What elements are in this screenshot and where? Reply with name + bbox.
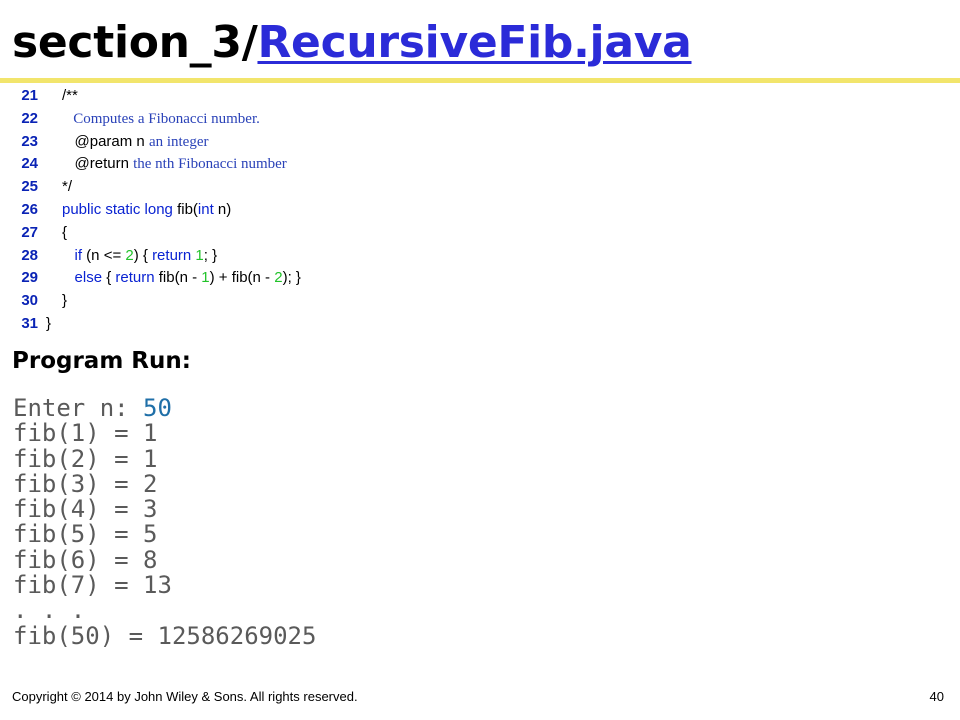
line-number: 22 bbox=[21, 109, 38, 127]
user-input: 50 bbox=[143, 394, 172, 422]
code-line: 25 */ bbox=[14, 176, 301, 199]
code-line: 31} bbox=[14, 313, 301, 336]
code-text: @param n an integer bbox=[62, 131, 209, 154]
code-token: fib(n - bbox=[154, 269, 202, 287]
output-line: fib(5) = 5 bbox=[13, 520, 158, 549]
code-token: public static long bbox=[62, 200, 178, 218]
page-number: 40 bbox=[929, 689, 944, 704]
code-token: 2 bbox=[274, 269, 283, 287]
code-token: { bbox=[62, 223, 68, 241]
input-prompt-line: Enter n: 50 bbox=[13, 394, 316, 422]
code-token: 1 bbox=[195, 246, 204, 264]
code-token: fib( bbox=[177, 200, 198, 218]
code-token: 2 bbox=[125, 246, 134, 264]
code-token: ; } bbox=[203, 246, 218, 264]
output-line: fib(50) = 12586269025 bbox=[13, 621, 317, 650]
line-number: 24 bbox=[21, 155, 38, 173]
code-token: @return bbox=[62, 155, 134, 173]
code-text: { bbox=[62, 222, 67, 245]
line-number: 29 bbox=[21, 269, 38, 287]
code-token bbox=[62, 269, 75, 286]
code-token: return bbox=[152, 246, 196, 264]
code-token: } bbox=[46, 314, 52, 332]
title-divider bbox=[0, 78, 960, 83]
code-line: 30} bbox=[14, 290, 301, 313]
code-text: } bbox=[46, 313, 51, 336]
code-token: ) { bbox=[133, 246, 153, 264]
code-text: } bbox=[62, 290, 67, 313]
code-token: ) + fib(n - bbox=[209, 269, 275, 287]
code-token: (n <= bbox=[82, 246, 126, 264]
code-text: */ bbox=[62, 176, 72, 199]
code-line: 21 /** bbox=[14, 85, 301, 108]
code-token: else bbox=[74, 269, 103, 287]
code-text: if (n <= 2) { return 1; } bbox=[62, 245, 218, 268]
output-line: fib(7) = 13 bbox=[13, 571, 172, 600]
source-file-link[interactable]: RecursiveFib.java bbox=[257, 17, 692, 68]
code-token: the nth Fibonacci number bbox=[133, 156, 287, 173]
code-token: 1 bbox=[201, 269, 210, 287]
code-token: @param n bbox=[62, 132, 149, 150]
code-text: @return the nth Fibonacci number bbox=[62, 153, 287, 176]
code-token: return bbox=[115, 269, 155, 287]
code-token: if bbox=[74, 246, 83, 264]
code-token: Computes a Fibonacci number. bbox=[62, 110, 260, 127]
code-line: 29 else { return fib(n - 1) + fib(n - 2)… bbox=[14, 267, 301, 290]
output-line: fib(4) = 3 bbox=[13, 495, 158, 524]
copyright-notice: Copyright © 2014 by John Wiley & Sons. A… bbox=[12, 689, 358, 704]
code-text: else { return fib(n - 1) + fib(n - 2); } bbox=[62, 267, 301, 290]
code-text: /** bbox=[62, 85, 78, 108]
title-prefix: section_3/ bbox=[12, 17, 258, 68]
line-number: 27 bbox=[21, 223, 38, 241]
line-number: 26 bbox=[21, 200, 38, 218]
line-number: 31 bbox=[21, 314, 38, 332]
code-line: 22 Computes a Fibonacci number. bbox=[14, 108, 301, 131]
code-token: */ bbox=[62, 178, 73, 196]
code-text: public static long fib(int n) bbox=[62, 199, 231, 222]
code-line: 27 { bbox=[14, 222, 301, 245]
line-number: 25 bbox=[21, 178, 38, 196]
line-number: 21 bbox=[21, 87, 38, 104]
code-token: an integer bbox=[148, 133, 209, 150]
code-line: 23 @param n an integer bbox=[14, 131, 301, 154]
line-number: 23 bbox=[21, 132, 38, 150]
slide-title: section_3/RecursiveFib.java bbox=[12, 10, 692, 76]
code-token: { bbox=[102, 269, 116, 287]
output-line: fib(6) = 8 bbox=[13, 545, 158, 574]
output-line: fib(1) = 1 bbox=[13, 419, 158, 448]
code-token: ); } bbox=[282, 269, 301, 287]
code-token: int bbox=[197, 200, 214, 218]
code-line: 26 public static long fib(int n) bbox=[14, 199, 301, 222]
code-line: 28 if (n <= 2) { return 1; } bbox=[14, 245, 301, 268]
output-line: fib(3) = 2 bbox=[13, 469, 158, 498]
output-line: . . . bbox=[13, 596, 86, 625]
code-token: } bbox=[62, 292, 68, 310]
code-listing: 21/**22 Computes a Fibonacci number.23 @… bbox=[14, 85, 301, 336]
code-token: n) bbox=[213, 200, 232, 218]
code-line: 24 @return the nth Fibonacci number bbox=[14, 153, 301, 176]
output-line: fib(2) = 1 bbox=[13, 444, 158, 473]
line-number: 30 bbox=[21, 292, 38, 310]
code-text: Computes a Fibonacci number. bbox=[62, 108, 260, 131]
input-prompt: Enter n: bbox=[13, 394, 144, 422]
code-token: /** bbox=[62, 87, 78, 104]
program-run-heading: Program Run: bbox=[12, 348, 191, 374]
line-number: 28 bbox=[21, 246, 38, 264]
code-token bbox=[62, 247, 75, 264]
